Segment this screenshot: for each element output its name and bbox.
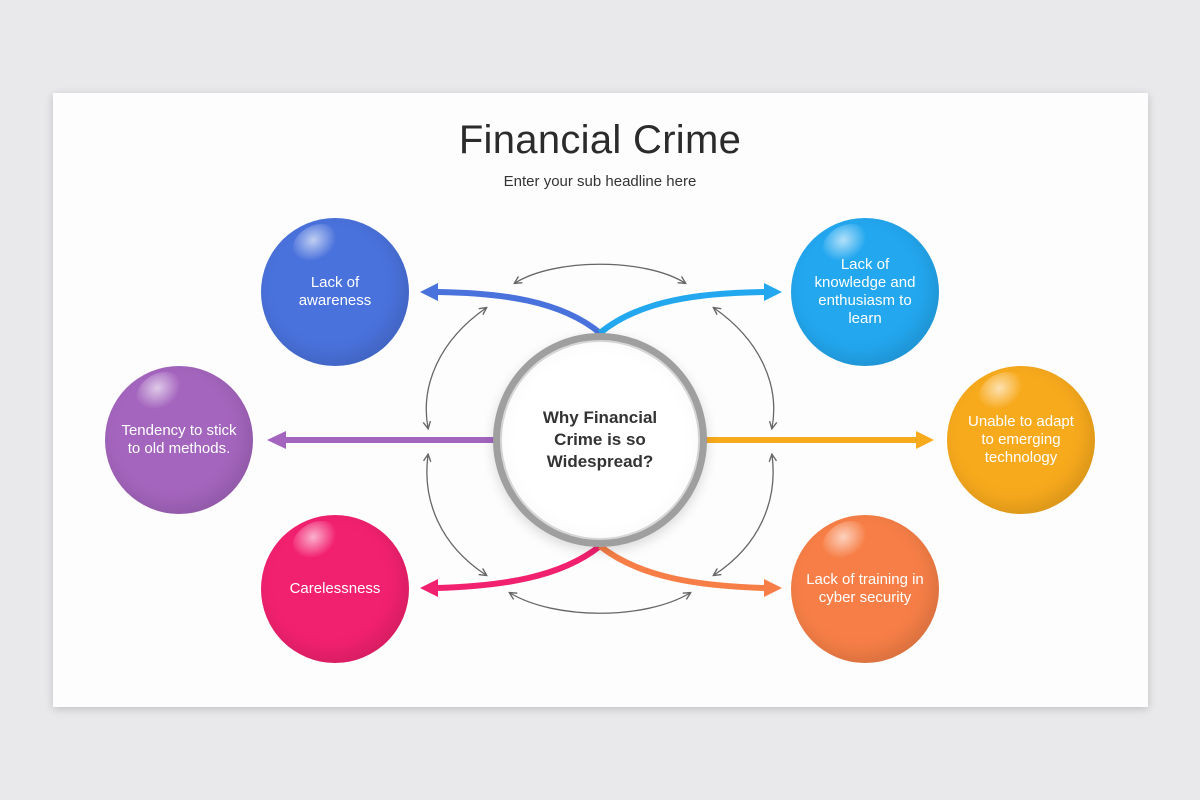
slide-subtitle: Enter your sub headline here: [503, 173, 697, 190]
arrow-to-carelessness: [420, 543, 602, 597]
node-label: Unable to adapt to emerging technology: [968, 413, 1074, 466]
node-lack-of-training: Lack of training in cyber security: [791, 513, 939, 663]
cycle-arrow-upper-right: [714, 308, 774, 428]
node-label: Lack of awareness: [298, 274, 372, 309]
node-label: Lack of knowledge and enthusiasm to lear…: [814, 256, 916, 327]
arrow-to-tendency-old-methods: [267, 431, 494, 449]
center-circle: Why Financial Crime is so Widespread?: [493, 333, 707, 547]
arrow-to-lack-of-awareness: [420, 283, 602, 336]
arrow-to-lack-of-knowledge: [598, 283, 782, 336]
node-label: Carelessness: [289, 580, 381, 597]
cycle-arrow-lower-left: [427, 455, 486, 575]
arrow-to-lack-of-training: [598, 543, 782, 597]
node-label: Lack of training in cyber security: [806, 571, 924, 606]
node-unable-to-adapt: Unable to adapt to emerging technology: [947, 364, 1095, 514]
slide-title: Financial Crime: [458, 118, 742, 162]
cycle-arrow-top: [515, 263, 685, 283]
node-tendency-old-methods: Tendency to stick to old methods.: [105, 364, 253, 514]
node-label: Tendency to stick to old methods.: [121, 422, 237, 457]
node-lack-of-awareness: Lack of awareness: [261, 216, 409, 366]
cycle-arrow-lower-right: [714, 455, 773, 575]
cycle-arrow-upper-left: [426, 308, 486, 428]
node-carelessness: Carelessness: [261, 513, 409, 663]
center-label: Why Financial Crime is so Widespread?: [542, 408, 658, 471]
arrow-to-unable-to-adapt: [706, 431, 934, 449]
node-lack-of-knowledge: Lack of knowledge and enthusiasm to lear…: [791, 216, 939, 366]
cycle-arrow-bottom: [510, 593, 690, 614]
